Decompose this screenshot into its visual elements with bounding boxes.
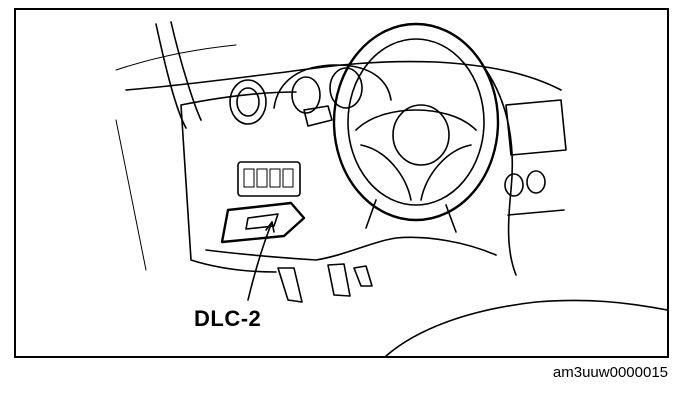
dashboard-face [180,91,297,273]
dlc-2-callout-label: DLC-2 [194,306,262,331]
figure-frame: DLC-2 [14,8,669,358]
steering-wheel-rim-inner [347,38,485,206]
a-pillar [155,21,202,129]
dlc-2-connector [220,201,306,244]
dashboard-line-drawing [115,21,667,356]
left-air-vent-inner [236,87,260,117]
dlc-2-leader-arrow [265,221,275,233]
switch-panel [237,161,301,197]
steering-wheel-spokes [355,109,477,201]
figure-code: am3uuw0000015 [552,364,668,381]
pedal-right [353,265,373,287]
instrument-hood [273,64,392,109]
center-knob-2 [526,170,546,194]
switch-2 [256,168,268,188]
dlc-2-leader-line [247,221,273,301]
lower-dashboard [205,236,497,261]
switch-4 [282,168,294,188]
center-console-edge [485,69,517,276]
steering-wheel-rim [332,22,500,222]
windshield-line [115,44,237,71]
pedal-center [327,263,351,297]
door-line [115,119,147,271]
gauge-left [291,76,321,114]
dlc-2-connector-inner [245,213,279,230]
center-stack [505,99,567,216]
gauge-right [329,67,363,109]
steering-column [365,199,457,233]
column-stalk [303,105,333,127]
floor-contour [385,299,667,356]
center-knob-1 [504,173,524,197]
steering-wheel-hub [392,104,450,166]
switch-1 [243,168,255,188]
dashboard-top [125,60,562,91]
pedal-left [277,267,303,303]
switch-3 [269,168,281,188]
left-air-vent [229,79,267,125]
